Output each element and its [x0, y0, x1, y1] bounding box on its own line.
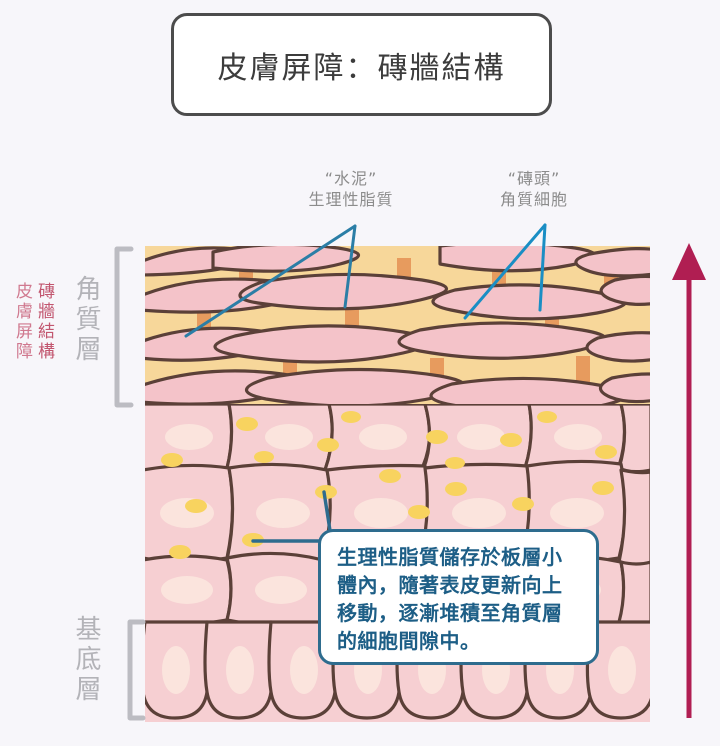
annotation-cement-name: 生理性脂質 — [308, 190, 394, 209]
label-basal-layer: 基底層 — [71, 615, 101, 705]
callout-line: 生理性脂質儲存於板層小 — [337, 545, 563, 569]
brick-leader-lines — [463, 223, 547, 320]
annotation-brick-quoted: “磚頭” — [507, 169, 561, 188]
upward-arrow — [672, 243, 706, 718]
page-title: 皮膚屏障：磚牆結構 — [217, 50, 506, 86]
cement-leader-lines — [184, 224, 357, 338]
title-card: 皮膚屏障：磚牆結構 — [171, 13, 552, 116]
callout-line: 體內，隨著表皮更新向上 — [337, 573, 563, 597]
annotation-cement-quoted: “水泥” — [324, 169, 378, 188]
label-skin-barrier: 皮膚屏障 — [12, 282, 32, 362]
label-stratum-corneum: 角質層 — [71, 275, 101, 365]
label-brick-wall-structure: 磚牆結構 — [34, 282, 54, 362]
bracket-stratum-corneum — [114, 246, 134, 408]
explanation-callout-text: 生理性脂質儲存於板層小 體內，隨著表皮更新向上 移動，逐漸堆積至角質層 的細胞間… — [337, 543, 582, 655]
annotation-brick-name: 角質細胞 — [499, 190, 568, 209]
lamellar-body-group — [161, 411, 617, 559]
stratum-corneum-group — [145, 246, 650, 408]
bracket-basal-layer — [127, 619, 146, 721]
callout-line: 的細胞間隙中。 — [337, 629, 481, 653]
explanation-callout: 生理性脂質儲存於板層小 體內，隨著表皮更新向上 移動，逐漸堆積至角質層 的細胞間… — [318, 529, 599, 665]
callout-line: 移動，逐漸堆積至角質層 — [337, 601, 563, 625]
annotation-cement: “水泥” 生理性脂質 — [287, 168, 415, 210]
annotation-brick: “磚頭” 角質細胞 — [470, 168, 598, 210]
